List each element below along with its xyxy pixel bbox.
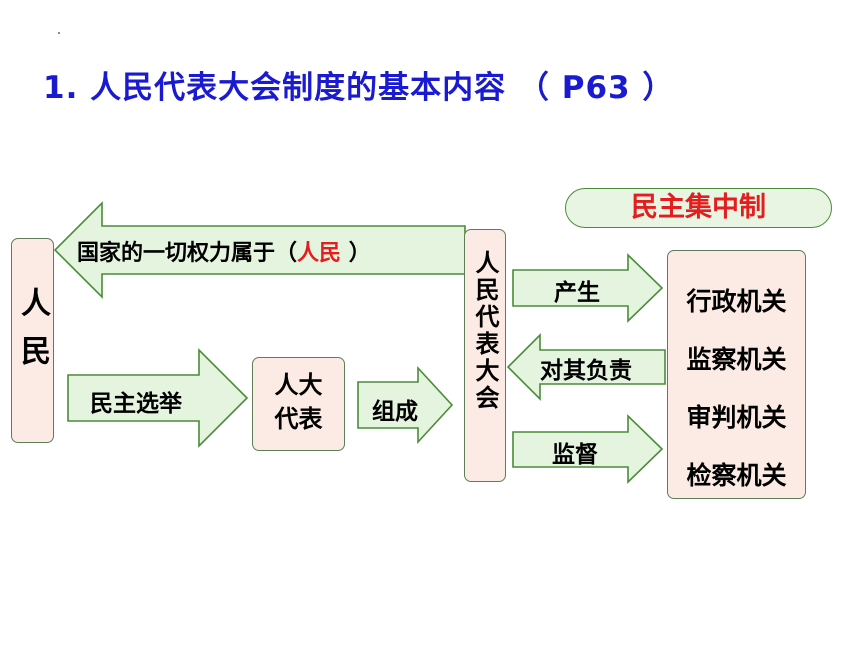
npc-box: 人民代表大会: [464, 229, 506, 482]
state-organs-box: 行政机关 监察机关 审判机关 检察机关: [667, 250, 806, 499]
npc-label: 人民代表大会: [471, 250, 499, 412]
page-title: 1. 人民代表大会制度的基本内容 （ P63 ）: [43, 70, 675, 106]
organ-item: 行政机关: [686, 287, 787, 316]
supervise-label: 监督: [552, 442, 598, 468]
arrow-election: [67, 348, 249, 448]
power-label: 国家的一切权力属于（人民 ）: [77, 235, 371, 267]
decorative-dot: [58, 32, 60, 34]
deputies-box: 人大 代表: [252, 357, 345, 451]
people-box: 人民: [11, 238, 54, 443]
election-label: 民主选举: [90, 391, 182, 417]
organ-item: 审判机关: [686, 403, 787, 432]
power-label-suffix: ）: [341, 241, 371, 266]
deputies-line1: 人大: [274, 371, 323, 399]
power-label-answer: 人民: [297, 241, 342, 266]
organ-item: 检察机关: [686, 461, 787, 490]
arrow-supervise: [512, 414, 664, 484]
power-label-prefix: 国家的一切权力属于（: [77, 241, 298, 266]
compose-label: 组成: [372, 399, 418, 425]
people-label: 人民: [15, 287, 50, 383]
arrow-produce: [512, 253, 664, 323]
principle-pill: 民主集中制: [565, 188, 832, 228]
arrow-compose: [357, 365, 454, 445]
responsible-label: 对其负责: [540, 358, 632, 384]
organ-item: 监察机关: [686, 345, 787, 374]
deputies-line2: 代表: [274, 405, 323, 433]
arrow-power-belongs: [53, 201, 466, 299]
arrow-responsible: [506, 333, 666, 401]
produce-label: 产生: [554, 280, 600, 306]
